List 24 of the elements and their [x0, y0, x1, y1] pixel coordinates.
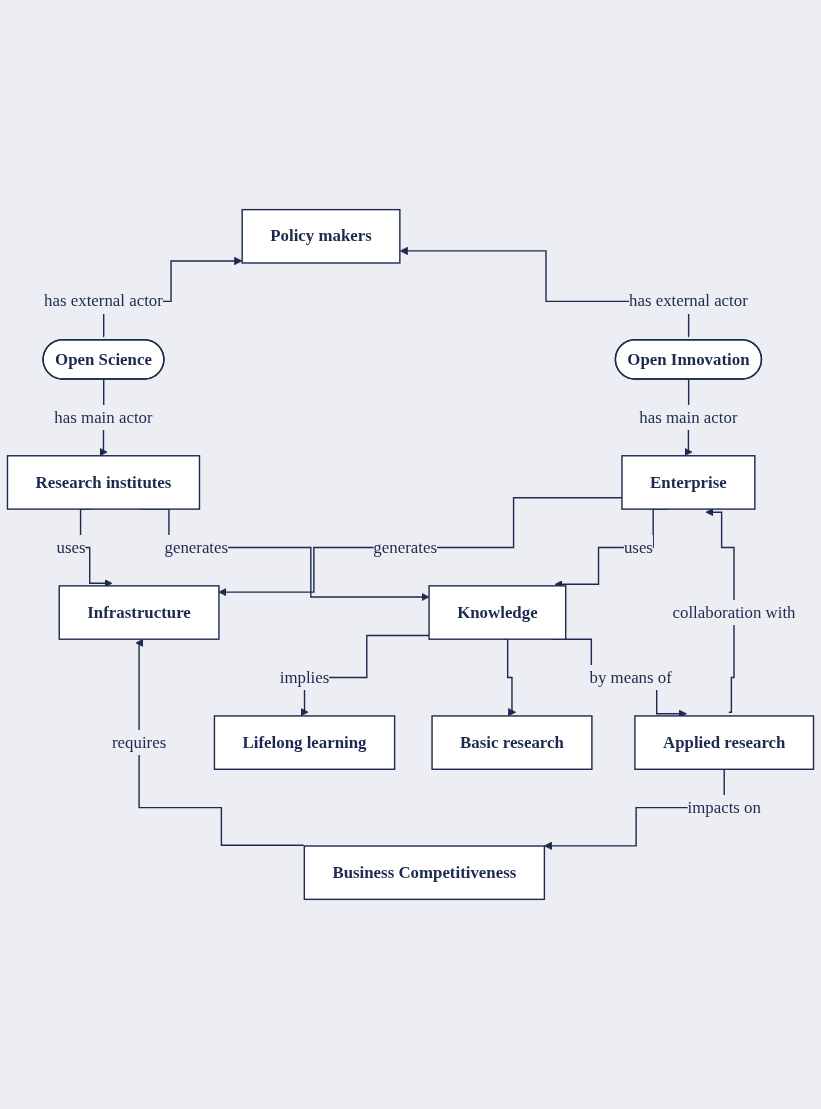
- edge-label: implies: [279, 667, 330, 687]
- node-box: Basic research: [431, 715, 593, 770]
- edge-label: has main actor: [54, 407, 153, 427]
- edge-label: has external actor: [44, 291, 163, 311]
- node-box: Lifelong learning: [213, 715, 396, 770]
- node-box: Enterprise: [621, 455, 756, 510]
- node-box: Business Competitiveness: [303, 845, 546, 901]
- edge-label: collaboration with: [672, 602, 796, 622]
- node-box: Research institutes: [6, 455, 201, 510]
- edge-label: impacts on: [687, 797, 761, 817]
- edge-label: has external actor: [629, 291, 748, 311]
- edge-label: uses: [623, 537, 653, 557]
- node-box: Applied research: [634, 715, 815, 770]
- arrow: [705, 508, 735, 713]
- edge-label: requires: [111, 732, 167, 752]
- node-box: Infrastructure: [58, 585, 220, 640]
- node-box: Knowledge: [428, 585, 567, 640]
- edge-label: uses: [56, 537, 86, 557]
- node-box: Policy makers: [241, 208, 401, 264]
- edge-label: generates: [373, 537, 437, 557]
- edge-label: has main actor: [639, 407, 738, 427]
- arrow: [134, 639, 305, 846]
- edge-label: by means of: [589, 667, 672, 687]
- edge-label: generates: [164, 537, 229, 557]
